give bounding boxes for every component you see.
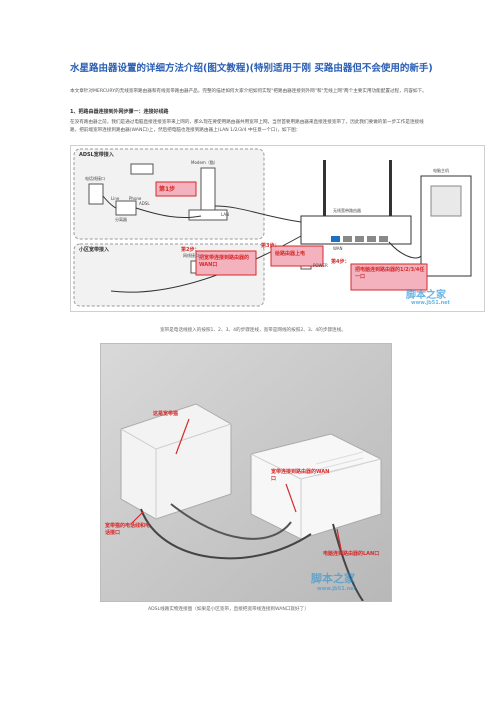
step1-heading: 1、把路由器连接到外网步骤一：连接好线路: [70, 109, 169, 115]
connection-diagram: ADSL宽带接入 小区宽带接入 电话线接口 分离器 Modem（猫） 无线宽带路…: [70, 145, 485, 312]
wiring-photo: 这是宽带猫 宽带连接到路由器的WAN口 宽带猫的电话线和电话接口 电脑连到路由器…: [100, 343, 392, 602]
document-title: 水星路由器设置的详细方法介绍(图文教程)(特别适用于刚 买路由器但不会使用的新手…: [70, 63, 433, 74]
watermark-2: 脚本之家: [311, 572, 355, 585]
phone-annotation: 宽带猫的电话线和电话接口: [105, 523, 151, 536]
intro-paragraph: 本文章针对MERCURY的无线宽带路由器和有线宽带路由器产品，完整的描述如何大家…: [70, 89, 427, 94]
step1-text: 第1步: [159, 186, 176, 193]
step2-badge: [195, 250, 257, 276]
step4-label: 第4步：: [331, 259, 350, 265]
wiring-photo-svg: [101, 344, 391, 602]
phone-outlet-icon: [88, 183, 104, 205]
phone-label: Phone: [129, 196, 142, 201]
step2-text: 把宽带连接到路由器的WAN口: [199, 255, 250, 268]
wall-port-label: 网线接口: [183, 253, 199, 258]
step3-text: 给路由器上电: [275, 251, 306, 257]
modem-label: Modem（猫）: [191, 160, 218, 165]
step3-badge: [270, 245, 324, 267]
splitter-label: 分离器: [115, 217, 127, 222]
watermark-url-2: www.jb51.net: [317, 586, 356, 592]
watermark-url-1: www.jb51.net: [411, 300, 450, 306]
step4-badge: [350, 263, 428, 291]
wan-port-label: WAN: [333, 246, 343, 251]
line-label: Line: [111, 196, 120, 201]
connection-diagram-svg: [73, 148, 472, 307]
power-label: POWER: [313, 263, 328, 268]
phone-outlet-label: 电话线接口: [85, 176, 105, 181]
router-label: 无线宽带路由器: [333, 208, 361, 213]
wan-annotation: 宽带连接到路由器的WAN口: [271, 469, 330, 482]
lan-port-label: LAN: [221, 212, 230, 217]
community-title: 小区宽带接入: [79, 247, 110, 253]
step3-label: 第3步：: [261, 243, 280, 249]
step1-paragraph: 在没有路由器之前，我们是通过电脑直接连接宽带来上网的，那么现在要使用路由器共用宽…: [70, 120, 424, 133]
telephone-icon: [130, 163, 154, 175]
splitter-icon: [115, 200, 137, 216]
router-photo: [250, 433, 382, 540]
step4-text: 把电脑连到路由器的1/2/3/4任一口: [355, 267, 425, 280]
adsl-port-label: ADSL: [139, 201, 150, 206]
adsl-title: ADSL宽带接入: [79, 152, 114, 158]
step1-badge: [155, 181, 197, 197]
computer-host-label: 电脑主机: [433, 168, 449, 173]
watermark-1: 脚本之家: [406, 290, 446, 301]
modem-icon: [200, 167, 216, 211]
caption-1: 宽带是电话线接入的按照1、2、3、4的步骤连线，宽带是网线的按照2、3、4的步骤…: [160, 328, 346, 333]
router-ports: [331, 236, 388, 242]
modem-annotation: 这是宽带猫: [153, 411, 179, 417]
lan-annotation: 电脑连到路由器的LAN口: [323, 551, 380, 557]
caption-2: ADSL线路实物连接图（如果是小区宽带，直接把宽带线连接到WAN口就好了）: [148, 607, 309, 612]
step2-label: 第2步：: [181, 247, 200, 253]
